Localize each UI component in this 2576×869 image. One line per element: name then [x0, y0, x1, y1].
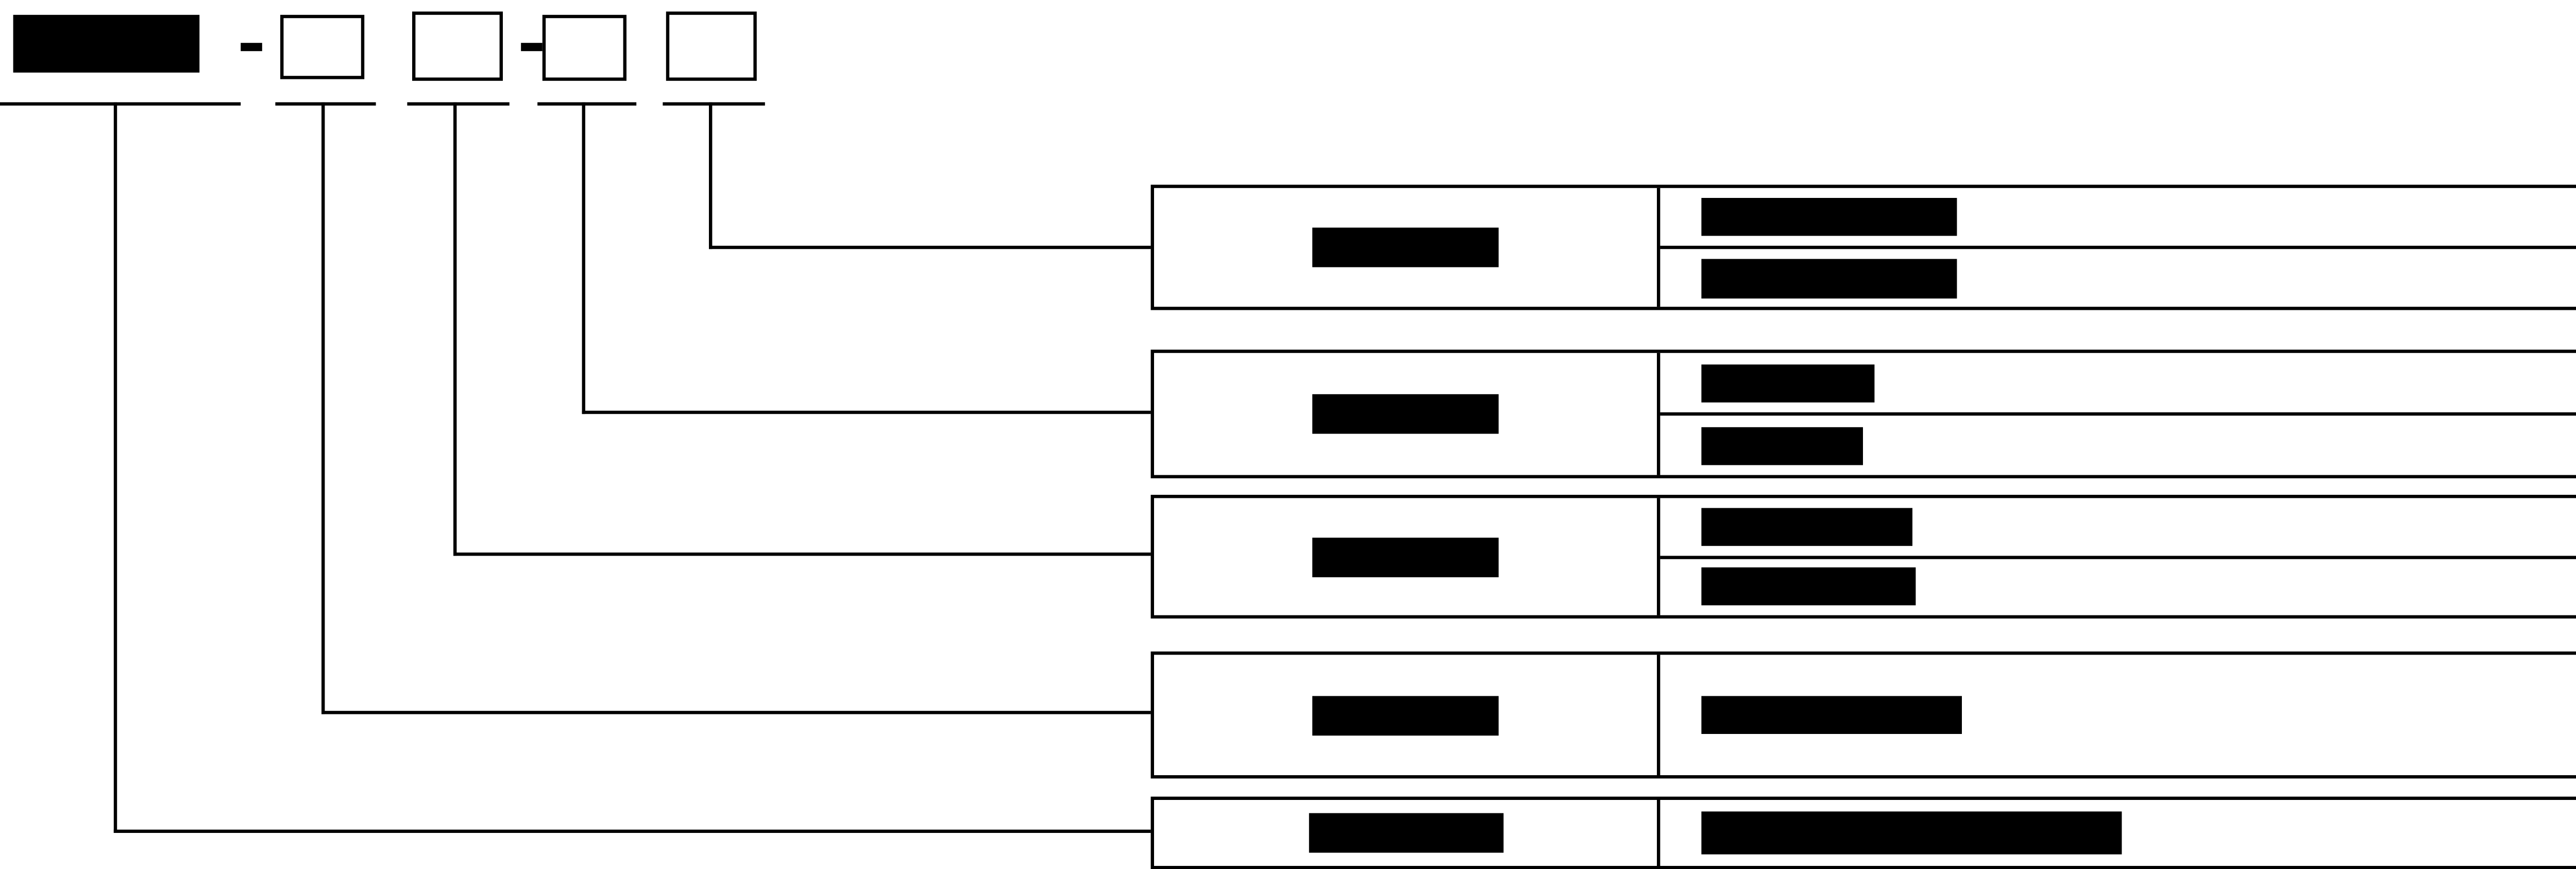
underline-box-3: [537, 102, 637, 106]
connector-horizontal-prefix: [113, 829, 1151, 833]
code-entry-box-4: [666, 11, 757, 81]
redacted-label-bar: [1312, 695, 1499, 735]
code-entry-box-1: [280, 14, 365, 79]
connector-vertical-box1: [321, 102, 325, 714]
legend-table-1: [1150, 185, 2576, 310]
legend-table-1-values: [1660, 188, 2576, 307]
code-entry-box-3: [542, 14, 626, 81]
redacted-prefix-block: [13, 14, 200, 73]
legend-table-1-row-1: [1660, 188, 2576, 246]
redacted-value-bar: [1701, 507, 1912, 546]
legend-table-5-row-1: [1660, 800, 2576, 866]
legend-table-1-row-2: [1660, 245, 2576, 307]
legend-table-4-label-cell: [1154, 655, 1660, 775]
redacted-label-bar: [1312, 227, 1499, 268]
redacted-value-bar: [1701, 567, 1916, 606]
legend-table-3: [1150, 495, 2576, 619]
legend-table-2-row-1: [1660, 353, 2576, 412]
legend-table-3-row-2: [1660, 555, 2576, 615]
redacted-label-bar: [1308, 813, 1503, 853]
code-entry-box-2: [412, 11, 503, 81]
connector-vertical-prefix: [113, 102, 117, 833]
redacted-value-bar: [1701, 363, 1875, 402]
underline-box-1: [275, 102, 376, 106]
underline-box-2: [407, 102, 510, 106]
legend-table-5-values: [1660, 800, 2576, 866]
dash-separator-2: [521, 43, 543, 52]
dash-separator-1: [241, 43, 262, 52]
legend-table-2: [1150, 349, 2576, 478]
legend-table-2-row-2: [1660, 412, 2576, 475]
legend-table-3-label-cell: [1154, 498, 1660, 615]
connector-horizontal-box1: [321, 711, 1151, 714]
redacted-value-bar: [1701, 258, 1957, 298]
redacted-value-bar: [1701, 198, 1957, 236]
redacted-value-bar: [1701, 426, 1863, 464]
connector-vertical-box3: [582, 102, 585, 414]
connector-horizontal-box3: [582, 410, 1151, 414]
legend-table-5-label-cell: [1154, 800, 1660, 866]
connector-horizontal-box4: [709, 245, 1151, 249]
legend-table-3-values: [1660, 498, 2576, 615]
connector-vertical-box2: [453, 102, 457, 556]
legend-table-4: [1150, 651, 2576, 779]
legend-table-4-row-1: [1660, 655, 2576, 775]
connector-vertical-box4: [709, 102, 713, 249]
redacted-label-bar: [1312, 394, 1499, 434]
underline-box-4: [663, 102, 765, 106]
legend-table-1-label-cell: [1154, 188, 1660, 307]
legend-table-2-values: [1660, 353, 2576, 475]
legend-table-2-label-cell: [1154, 353, 1660, 475]
legend-table-3-row-1: [1660, 498, 2576, 555]
redacted-value-bar: [1701, 696, 1962, 734]
connector-horizontal-box2: [453, 553, 1151, 556]
underline-prefix: [0, 102, 241, 106]
legend-table-4-values: [1660, 655, 2576, 775]
redacted-label-bar: [1312, 537, 1499, 577]
redacted-value-bar: [1701, 811, 2122, 855]
legend-table-5: [1150, 796, 2576, 869]
